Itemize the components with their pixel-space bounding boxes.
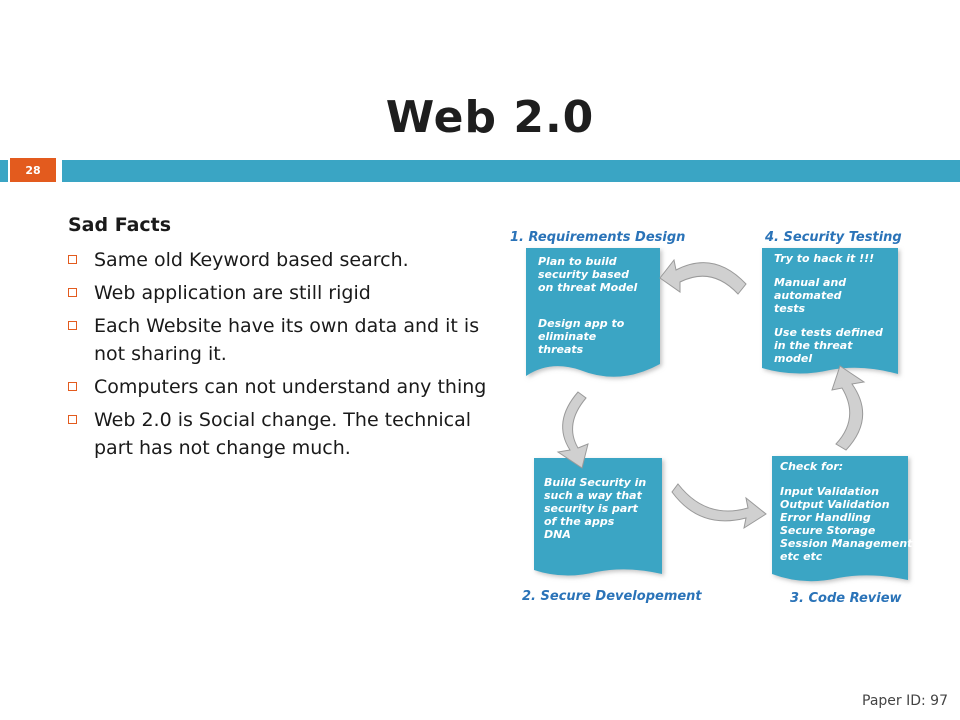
step-line: Output Validation <box>780 498 890 511</box>
step-3-text: Check for: Input Validation Output Valid… <box>780 460 916 563</box>
step-line: Manual and <box>774 276 846 289</box>
step-line: Error Handling <box>780 511 871 524</box>
bullet-text: Same old Keyword based search. <box>94 249 409 271</box>
step-2-text: Build Security in such a way that securi… <box>544 476 650 541</box>
step-line: of the apps <box>544 515 615 528</box>
arrow-step2-to-step3-icon <box>671 483 767 530</box>
security-lifecycle-diagram: 1. Requirements Design Plan to build sec… <box>510 230 916 606</box>
square-bullet-icon <box>68 288 77 297</box>
step-1-title: 1. Requirements Design <box>510 230 685 245</box>
step-line: such a way that <box>544 489 643 502</box>
slide-title: Web 2.0 <box>385 92 595 143</box>
step-3-box <box>772 456 908 582</box>
step-line: automated <box>774 289 842 302</box>
bullet-item: Computers can not understand any thing <box>68 373 508 401</box>
step-1-text: Plan to build security based on threat M… <box>538 255 641 356</box>
section-heading: Sad Facts <box>68 214 172 236</box>
bullet-text: Web application are still rigid <box>94 282 371 304</box>
step-4-title: 4. Security Testing <box>764 230 902 245</box>
bullet-list: Same old Keyword based search. Web appli… <box>68 246 508 462</box>
bullet-text: Web 2.0 is Social change. The technical … <box>94 409 472 459</box>
square-bullet-icon <box>68 382 77 391</box>
step-line: DNA <box>544 528 571 541</box>
step-line: threats <box>538 343 584 356</box>
step-line: Try to hack it !!! <box>774 252 874 265</box>
page-number-badge: 28 <box>10 158 56 182</box>
step-1-box <box>526 248 660 377</box>
bullet-item: Each Website have its own data and it is… <box>68 312 508 368</box>
step-line: eliminate <box>538 330 597 343</box>
paper-id-footer: Paper ID: 97 <box>862 693 948 709</box>
step-line: Session Management <box>780 537 913 550</box>
step-line: in the threat <box>774 339 853 352</box>
square-bullet-icon <box>68 321 77 330</box>
step-line: on threat Model <box>538 281 638 294</box>
accent-bar-left <box>0 160 8 182</box>
square-bullet-icon <box>68 255 77 264</box>
text-content: Sad Facts Same old Keyword based search.… <box>68 214 508 467</box>
step-line: Secure Storage <box>780 524 876 537</box>
step-line: Check for: <box>780 460 843 473</box>
step-line: Plan to build <box>538 255 617 268</box>
step-4-text: Try to hack it !!! Manual and automated … <box>774 252 887 365</box>
step-4-box <box>762 248 898 374</box>
arrow-step4-to-step1-icon <box>659 258 747 295</box>
step-line: security based <box>538 268 629 281</box>
bullet-item: Web 2.0 is Social change. The technical … <box>68 406 508 462</box>
arrow-step1-to-step2-icon <box>556 391 589 469</box>
step-line: model <box>774 352 812 365</box>
bullet-item: Web application are still rigid <box>68 279 508 307</box>
accent-bar <box>62 160 960 182</box>
step-3-title: 3. Code Review <box>790 591 903 606</box>
step-2-title: 2. Secure Developement <box>522 589 702 604</box>
step-line: Input Validation <box>780 485 879 498</box>
bullet-text: Each Website have its own data and it is… <box>94 315 480 365</box>
step-line: Use tests defined <box>774 326 883 339</box>
step-2-box <box>534 458 662 576</box>
square-bullet-icon <box>68 415 77 424</box>
step-line: tests <box>774 302 806 315</box>
arrow-step3-to-step4-icon <box>831 365 866 451</box>
step-line: etc etc <box>780 550 823 563</box>
bullet-item: Same old Keyword based search. <box>68 246 508 274</box>
step-line: security is part <box>544 502 639 515</box>
bullet-text: Computers can not understand any thing <box>94 376 487 398</box>
step-line: Design app to <box>538 317 625 330</box>
step-line: Build Security in <box>544 476 646 489</box>
